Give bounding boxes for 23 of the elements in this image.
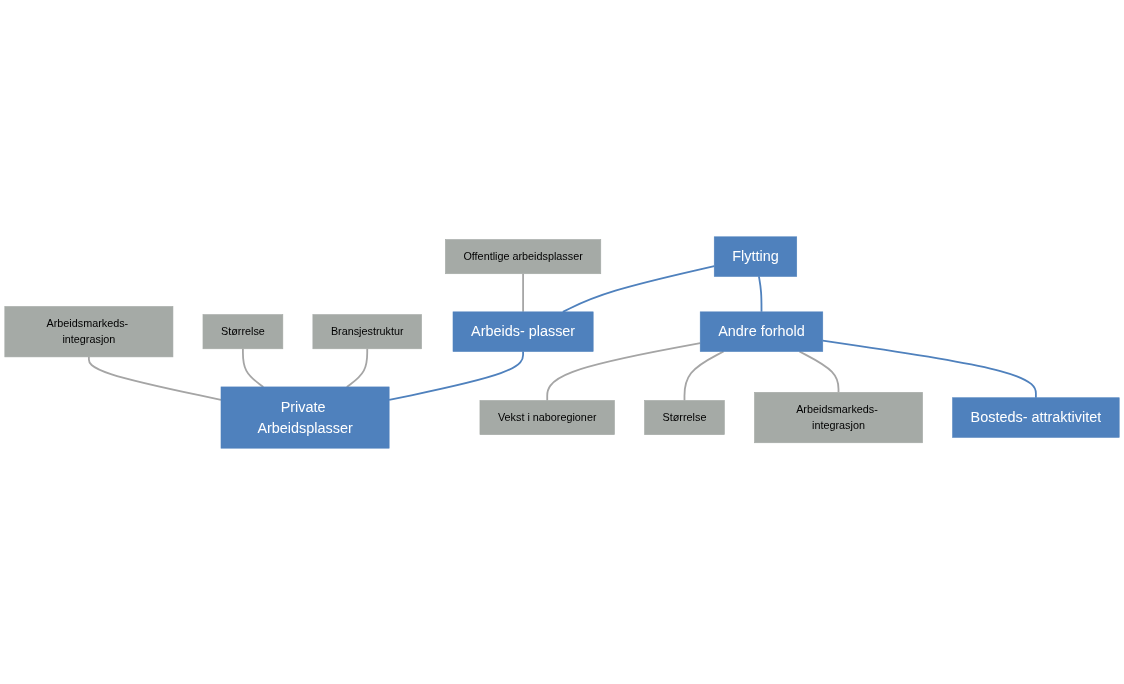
connector (546, 341, 702, 401)
node-box: Andre forhold (699, 311, 824, 352)
connector (345, 347, 369, 388)
node-box: Arbeids- plasser (452, 311, 594, 352)
node-box: Bransjestruktur (312, 313, 422, 349)
node-box: Private Arbeidsplasser (220, 386, 390, 448)
connector (388, 350, 524, 401)
node-box: Arbeidsmarkeds- integrasjon (754, 391, 923, 443)
node-box: Arbeidsmarkeds- integrasjon (4, 305, 174, 357)
connector (683, 350, 725, 401)
node-box: Flytting (713, 236, 798, 277)
node-box: Vekst i naboregioner (479, 399, 615, 435)
connector (798, 350, 840, 393)
node-box: Bosteds- attraktivitet (952, 396, 1120, 438)
connector (758, 275, 763, 313)
node-box: Størrelse (644, 399, 725, 435)
connector (242, 347, 265, 388)
connector (522, 272, 524, 313)
connector (821, 339, 1037, 399)
node-box: Offentlige arbeidsplasser (445, 238, 602, 274)
connector (87, 355, 222, 401)
node-box: Størrelse (202, 313, 284, 349)
connector (561, 264, 716, 313)
